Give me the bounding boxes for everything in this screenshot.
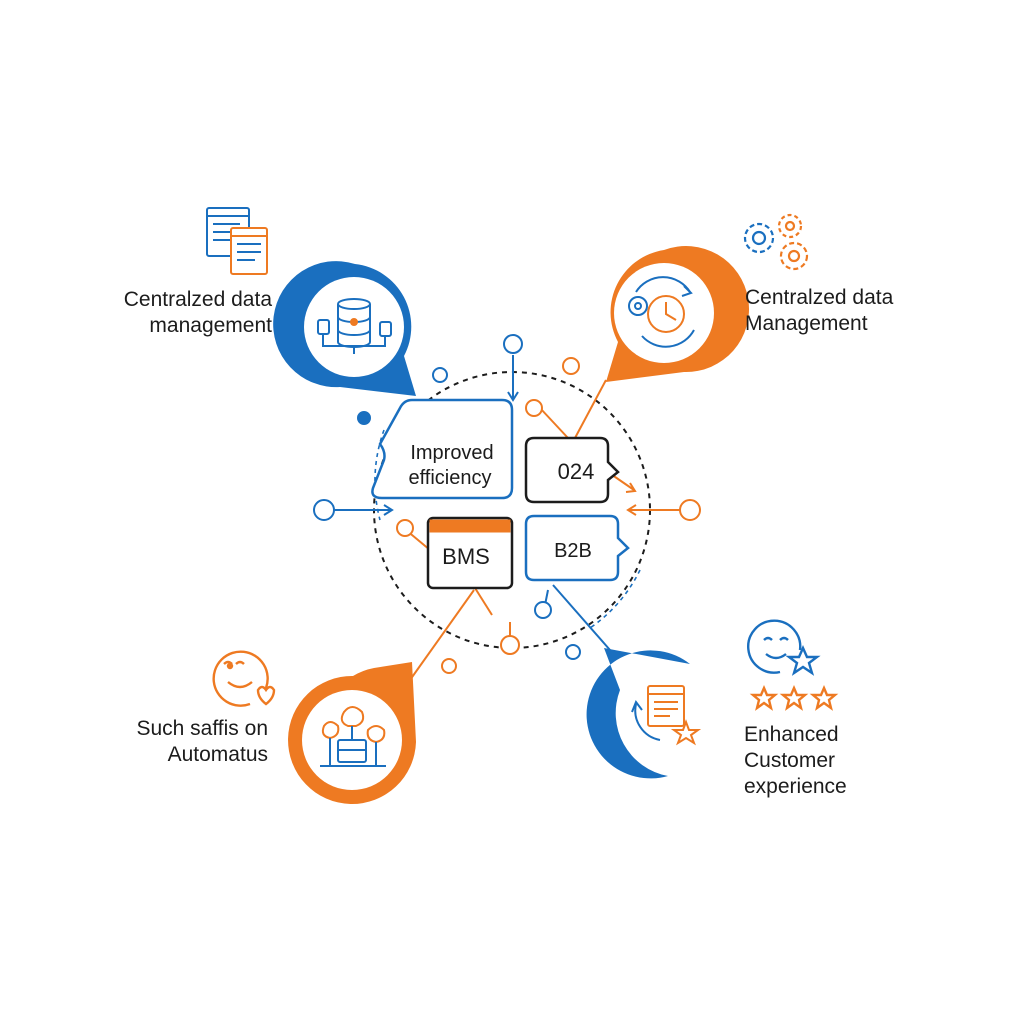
bms-label: BMS	[442, 544, 490, 569]
label-top-right-line-1: Centralzed data	[745, 286, 894, 309]
improved-line-1: Improved	[410, 442, 493, 464]
label-top-right: Centralzed data Management	[745, 285, 893, 337]
smiley-heart-icon	[212, 650, 276, 707]
b2b-label: B2B	[554, 540, 592, 562]
pin-top-right	[606, 246, 750, 382]
label-bottom-right-line-2: Customer	[744, 749, 836, 772]
pin-bottom-left	[288, 662, 416, 804]
label-bottom-left-line-2: Automatus	[167, 743, 268, 766]
label-top-right-line-2: Management	[745, 312, 868, 335]
label-bottom-right-line-3: experience	[744, 775, 847, 798]
connector-nodes	[313, 334, 701, 674]
pin-bottom-right	[586, 648, 716, 779]
database-network-icon	[317, 298, 392, 354]
connector-lines	[334, 355, 690, 681]
gears-icon	[743, 213, 809, 271]
label-bottom-left: Such saffis on Automatus	[136, 716, 268, 768]
pin-top-left	[273, 261, 416, 396]
label-bottom-left-line-1: Such saffis on	[136, 717, 268, 740]
code-label: 024	[558, 459, 595, 484]
documents-icon	[206, 207, 268, 275]
smiley-star-rating-icon	[747, 619, 839, 711]
bms-box: BMS	[426, 516, 514, 590]
label-top-left-line-2: management	[149, 314, 272, 337]
label-top-left: Centralzed data management	[124, 287, 272, 339]
document-star-cycle-icon	[631, 685, 702, 746]
improved-efficiency-box: Improved efficiency	[371, 398, 514, 500]
automation-network-icon	[320, 706, 386, 767]
b2b-box: B2B	[524, 514, 630, 582]
improved-line-2: efficiency	[408, 467, 491, 489]
label-top-left-line-1: Centralzed data	[123, 288, 272, 311]
label-bottom-right: Enhanced Customer experience	[744, 722, 847, 800]
blue-dashed-arc-left	[374, 429, 385, 521]
label-bottom-right-line-1: Enhanced	[744, 723, 839, 746]
gear-clock-cycle-icon	[628, 276, 695, 348]
code-box: 024	[524, 436, 620, 504]
